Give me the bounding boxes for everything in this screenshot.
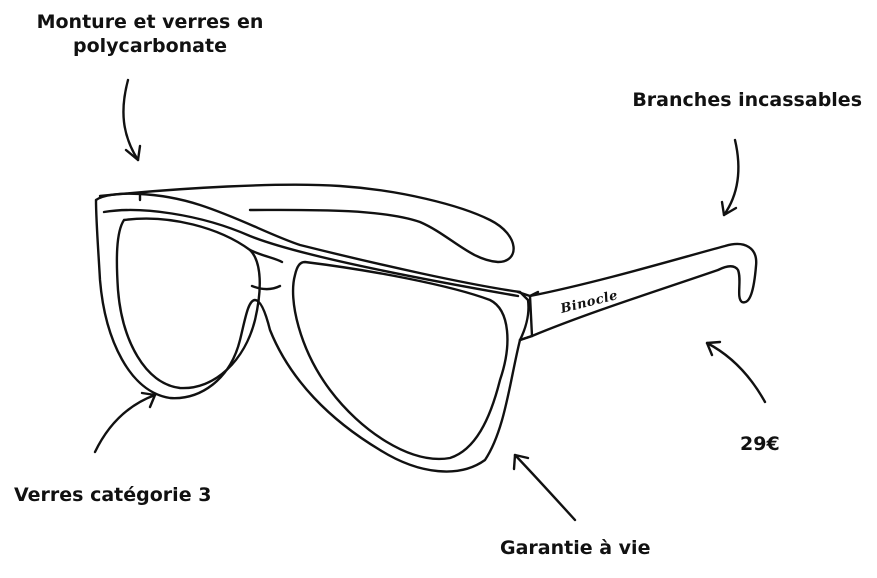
label-lens-category: Verres catégorie 3 (14, 484, 212, 506)
label-warranty: Garantie à vie (500, 537, 651, 559)
frame-front (94, 192, 530, 473)
bridge (248, 248, 284, 291)
arrow-lens (93, 391, 157, 454)
near-temple-arm (518, 242, 758, 342)
arrow-branches (720, 138, 740, 217)
label-frame-line1: Monture et verres en (36, 11, 264, 33)
arrow-price (705, 340, 767, 404)
label-frame-material: Monture et verres en polycarbonate (0, 10, 300, 58)
left-lens (115, 217, 261, 390)
right-lens (291, 260, 509, 461)
arrow-warranty (512, 453, 577, 522)
label-price: 29€ (740, 433, 780, 455)
arrow-frame (122, 78, 142, 162)
label-branches: Branches incassables (632, 89, 862, 111)
label-frame-line2: polycarbonate (73, 35, 227, 57)
